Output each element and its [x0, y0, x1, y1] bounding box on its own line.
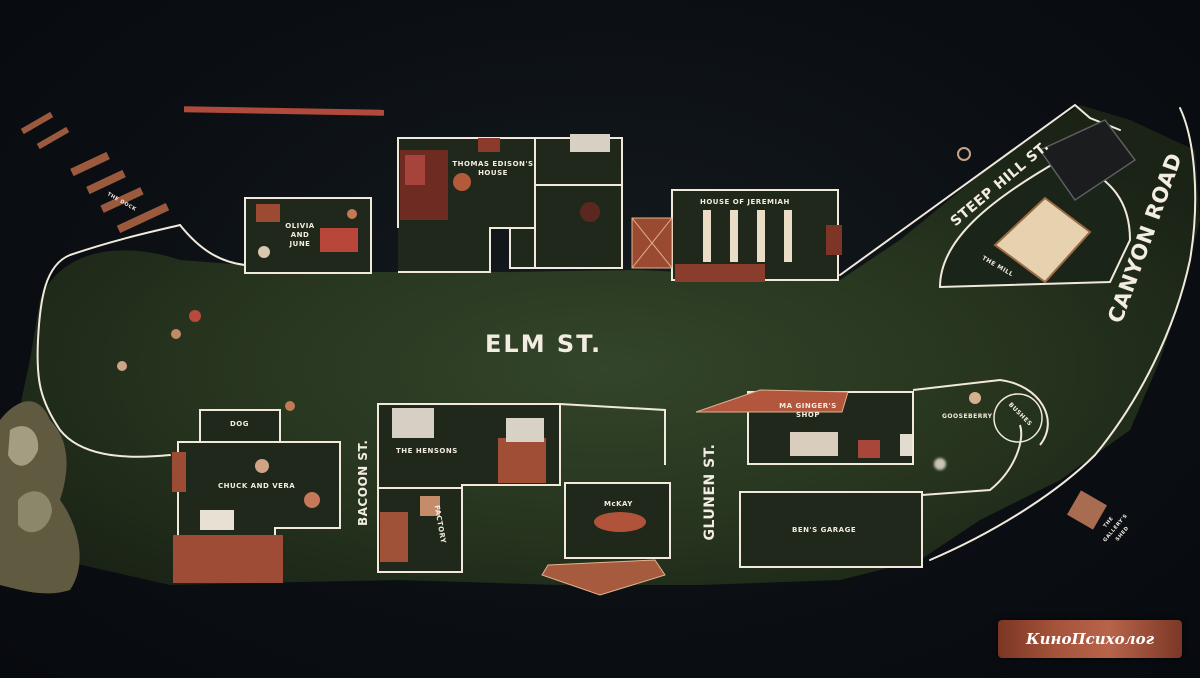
olivia-june-house	[244, 197, 372, 274]
dock-planks	[20, 106, 385, 234]
bens-garage-label: BEN'S GARAGE	[792, 526, 857, 534]
watermark-text: КиноПсихолог	[1025, 630, 1155, 648]
chuck-vera-label: CHUCK AND VERA	[218, 482, 296, 490]
mckay-house	[541, 482, 671, 596]
chuck-vera-house	[172, 401, 341, 583]
mckay-label: McKAY	[604, 500, 633, 508]
gooseberry-label: GOOSEBERRY	[942, 413, 993, 420]
elm-street-label: ELM ST.	[485, 330, 603, 358]
hensons-label: THE HENSONS	[396, 447, 458, 455]
props	[117, 147, 1107, 530]
thomas-edison-house	[397, 137, 536, 273]
jeremiah-label: HOUSE OF JEREMIAH	[700, 198, 790, 206]
glunen-street-label: GLUNEN ST.	[702, 443, 718, 541]
olivia-june-label: OLIVIA AND JUNE	[285, 222, 315, 248]
bens-garage	[739, 424, 1023, 568]
ma-ginger-label: MA GINGER'S SHOP	[779, 402, 837, 419]
watermark-logo: КиноПсихолог	[998, 620, 1182, 658]
thomas-edison-label: THOMAS EDISON'S HOUSE	[452, 160, 534, 177]
mill	[938, 119, 1137, 289]
bacoon-street-label: BACOON ST.	[356, 439, 370, 526]
ma-ginger-shop	[695, 378, 1049, 465]
rocks	[0, 401, 80, 594]
hensons-house	[377, 403, 666, 573]
edison-annex	[509, 134, 623, 269]
dog-label: DOG	[230, 420, 250, 428]
jeremiah-house	[631, 189, 842, 282]
